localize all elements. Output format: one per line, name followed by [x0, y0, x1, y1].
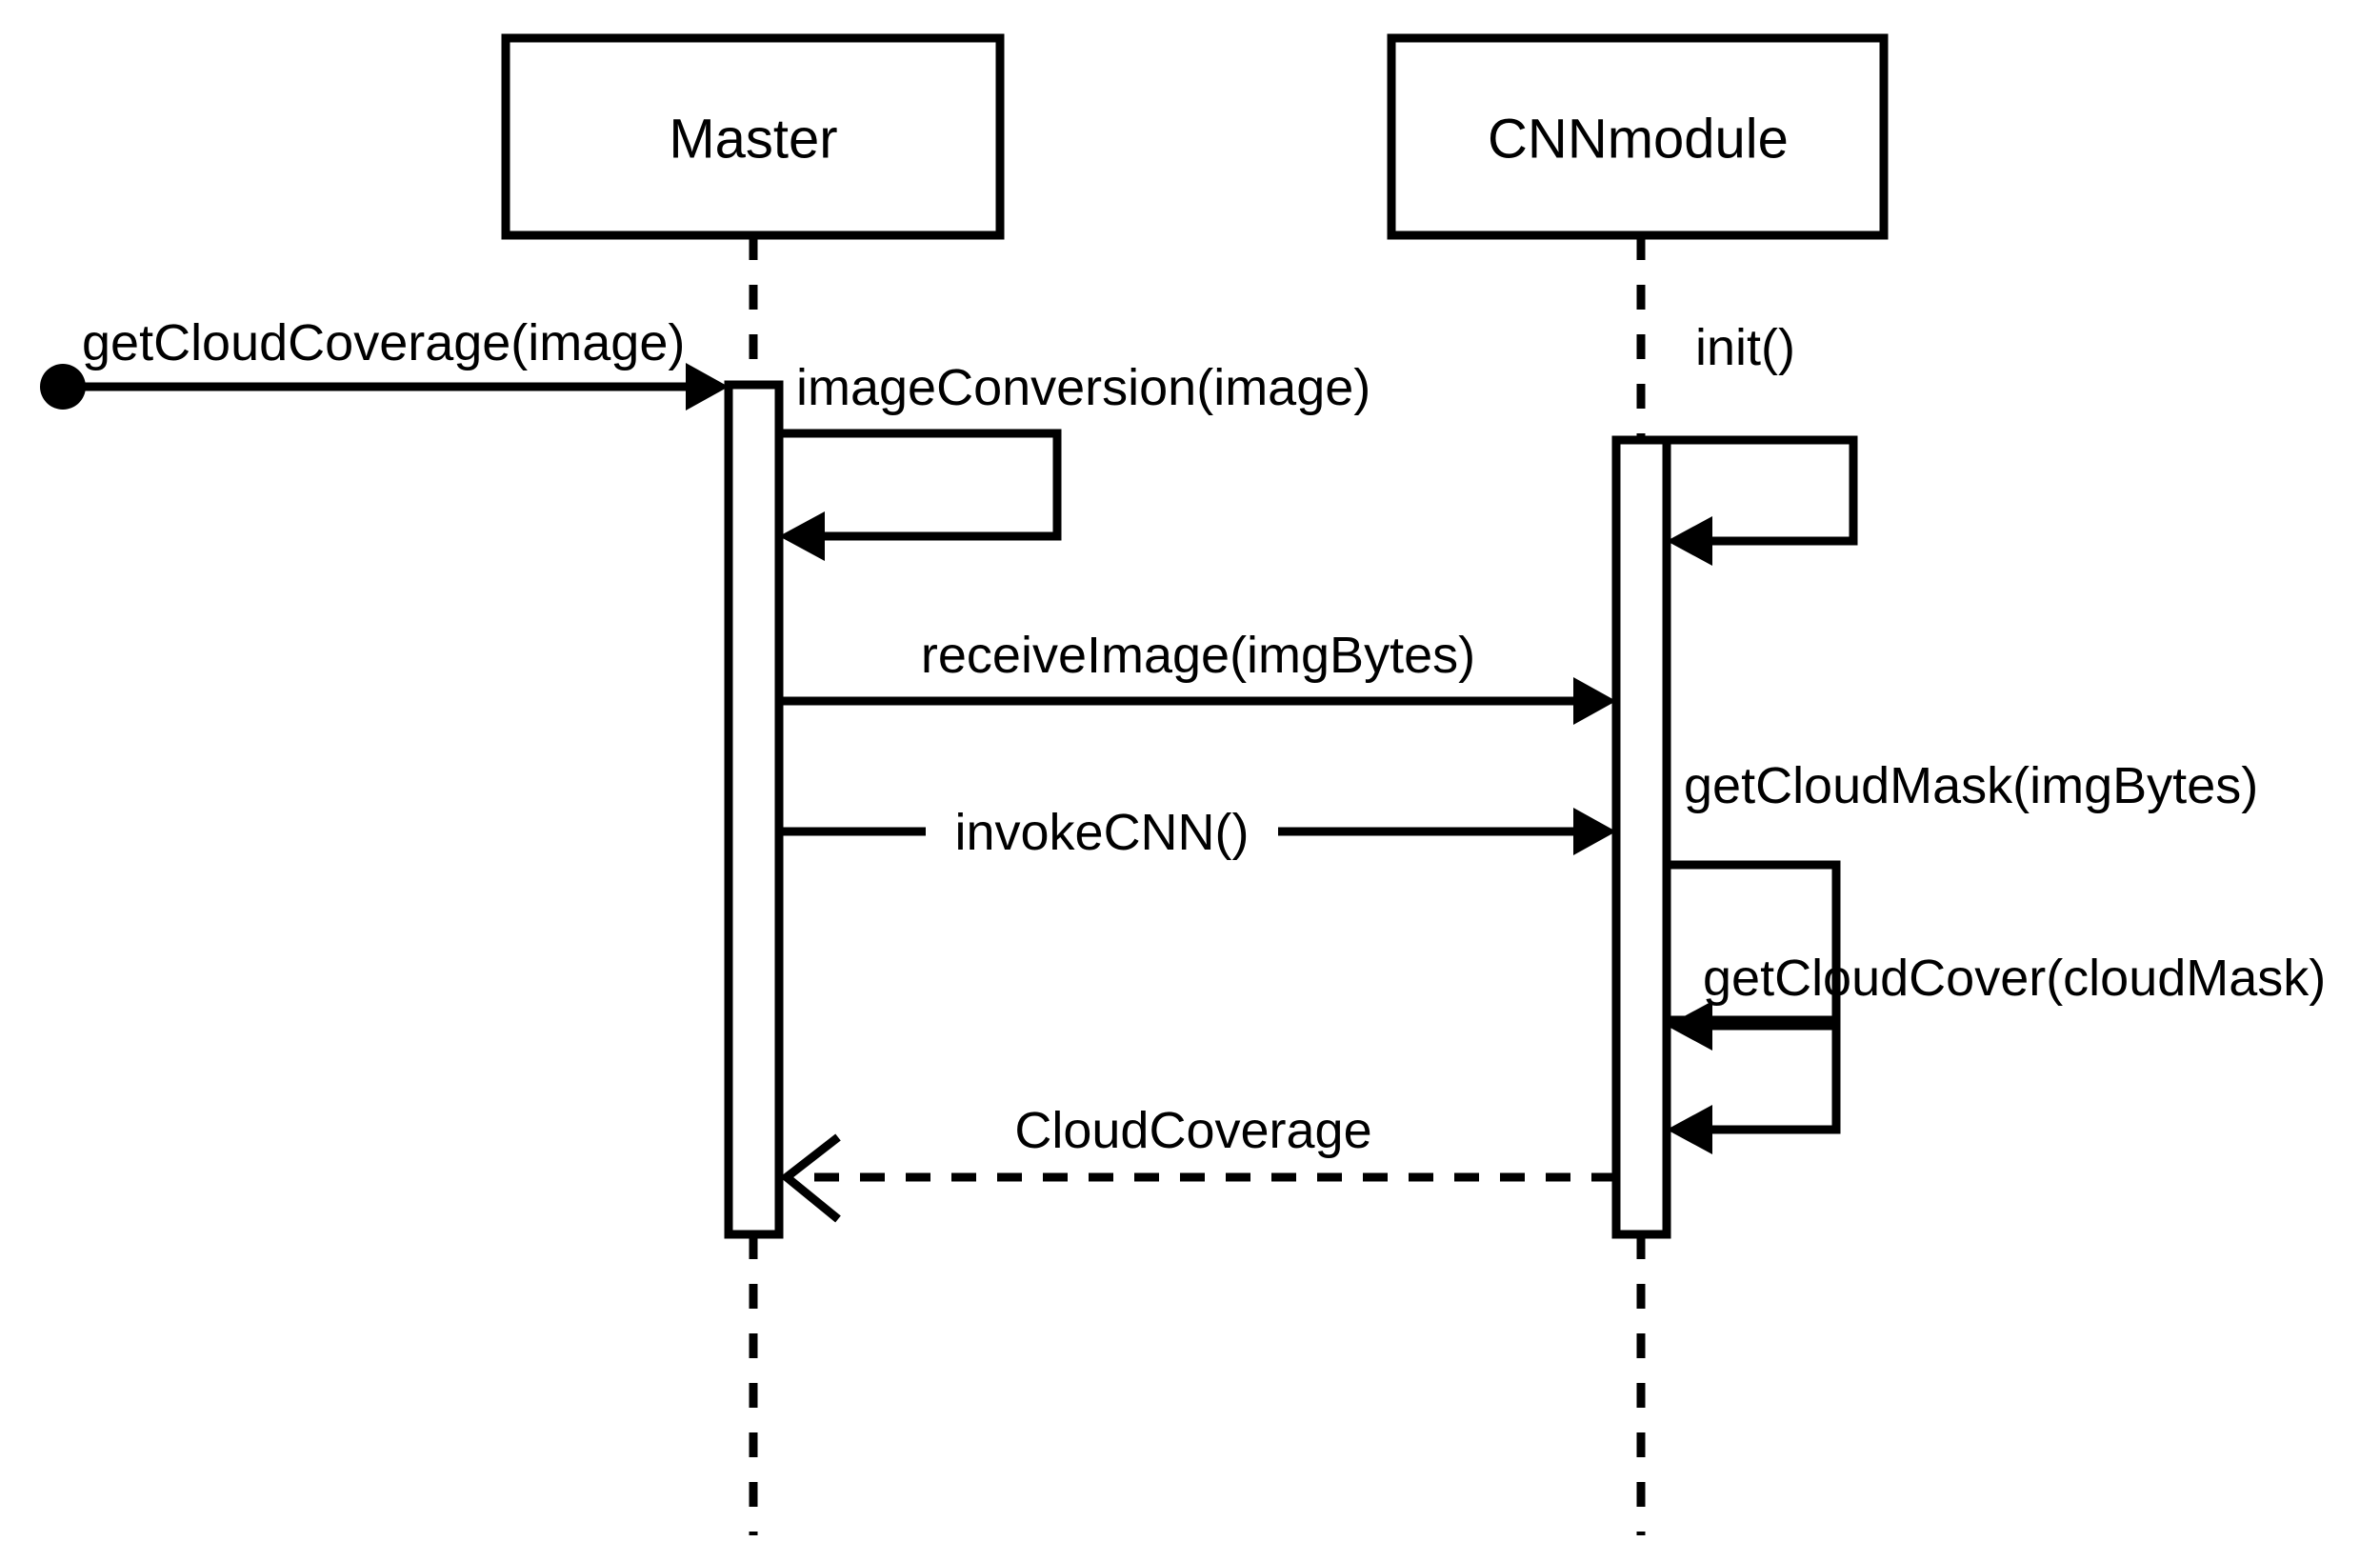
- arrowhead-filled-right: [686, 363, 729, 411]
- message-label-getcloudcover: getCloudCover(cloudMask): [1703, 950, 2326, 1007]
- message-label-imageconversion: imageConversion(image): [796, 359, 1370, 416]
- arrowhead-filled-left-init: [1667, 516, 1712, 566]
- arrowhead-filled-left-getcloudcover: [1667, 1105, 1712, 1154]
- message-getcloudcover[interactable]: getCloudCover(cloudMask): [1667, 950, 2326, 1154]
- message-invokecnn[interactable]: invokeCNN(): [779, 798, 1616, 865]
- arrowhead-filled-left-imageconversion: [779, 511, 825, 561]
- participant-label-cnnmodule: CNNmodule: [1488, 108, 1789, 170]
- message-label-init: init(): [1695, 319, 1795, 376]
- message-label-receiveimage: receiveImage(imgBytes): [921, 627, 1475, 684]
- message-getcloudmask[interactable]: getCloudMask(imgBytes): [1667, 757, 2258, 1051]
- arrowhead-filled-left-getcloudmask: [1667, 1001, 1712, 1051]
- message-label-invokecnn: invokeCNN(): [954, 804, 1249, 861]
- message-getcloudcoverage[interactable]: getCloudCoverage(image): [40, 314, 729, 411]
- arrowhead-open-left-cloudcoverage: [779, 1133, 841, 1223]
- participant-box-cnnmodule[interactable]: CNNmodule: [1387, 33, 1889, 240]
- activation-bar-master: [724, 380, 784, 1239]
- participant-label-master: Master: [669, 108, 837, 170]
- activation-bar-cnnmodule: [1611, 435, 1671, 1239]
- label-backdrop-invokecnn: [926, 798, 1278, 865]
- message-imageconversion[interactable]: imageConversion(image): [779, 359, 1370, 561]
- message-receiveimage[interactable]: receiveImage(imgBytes): [779, 627, 1616, 725]
- arrowhead-filled-right-invokecnn: [1573, 808, 1616, 855]
- message-init[interactable]: init(): [1667, 319, 1858, 566]
- message-label-cloudcoverage: CloudCoverage: [1014, 1102, 1371, 1159]
- message-label-getcloudmask: getCloudMask(imgBytes): [1684, 757, 2258, 814]
- message-label-getcloudcoverage: getCloudCoverage(image): [82, 314, 685, 371]
- message-cloudcoverage-return[interactable]: CloudCoverage: [779, 1102, 1616, 1223]
- participant-box-master[interactable]: Master: [501, 33, 1005, 240]
- arrowhead-filled-right-receiveimage: [1573, 677, 1616, 725]
